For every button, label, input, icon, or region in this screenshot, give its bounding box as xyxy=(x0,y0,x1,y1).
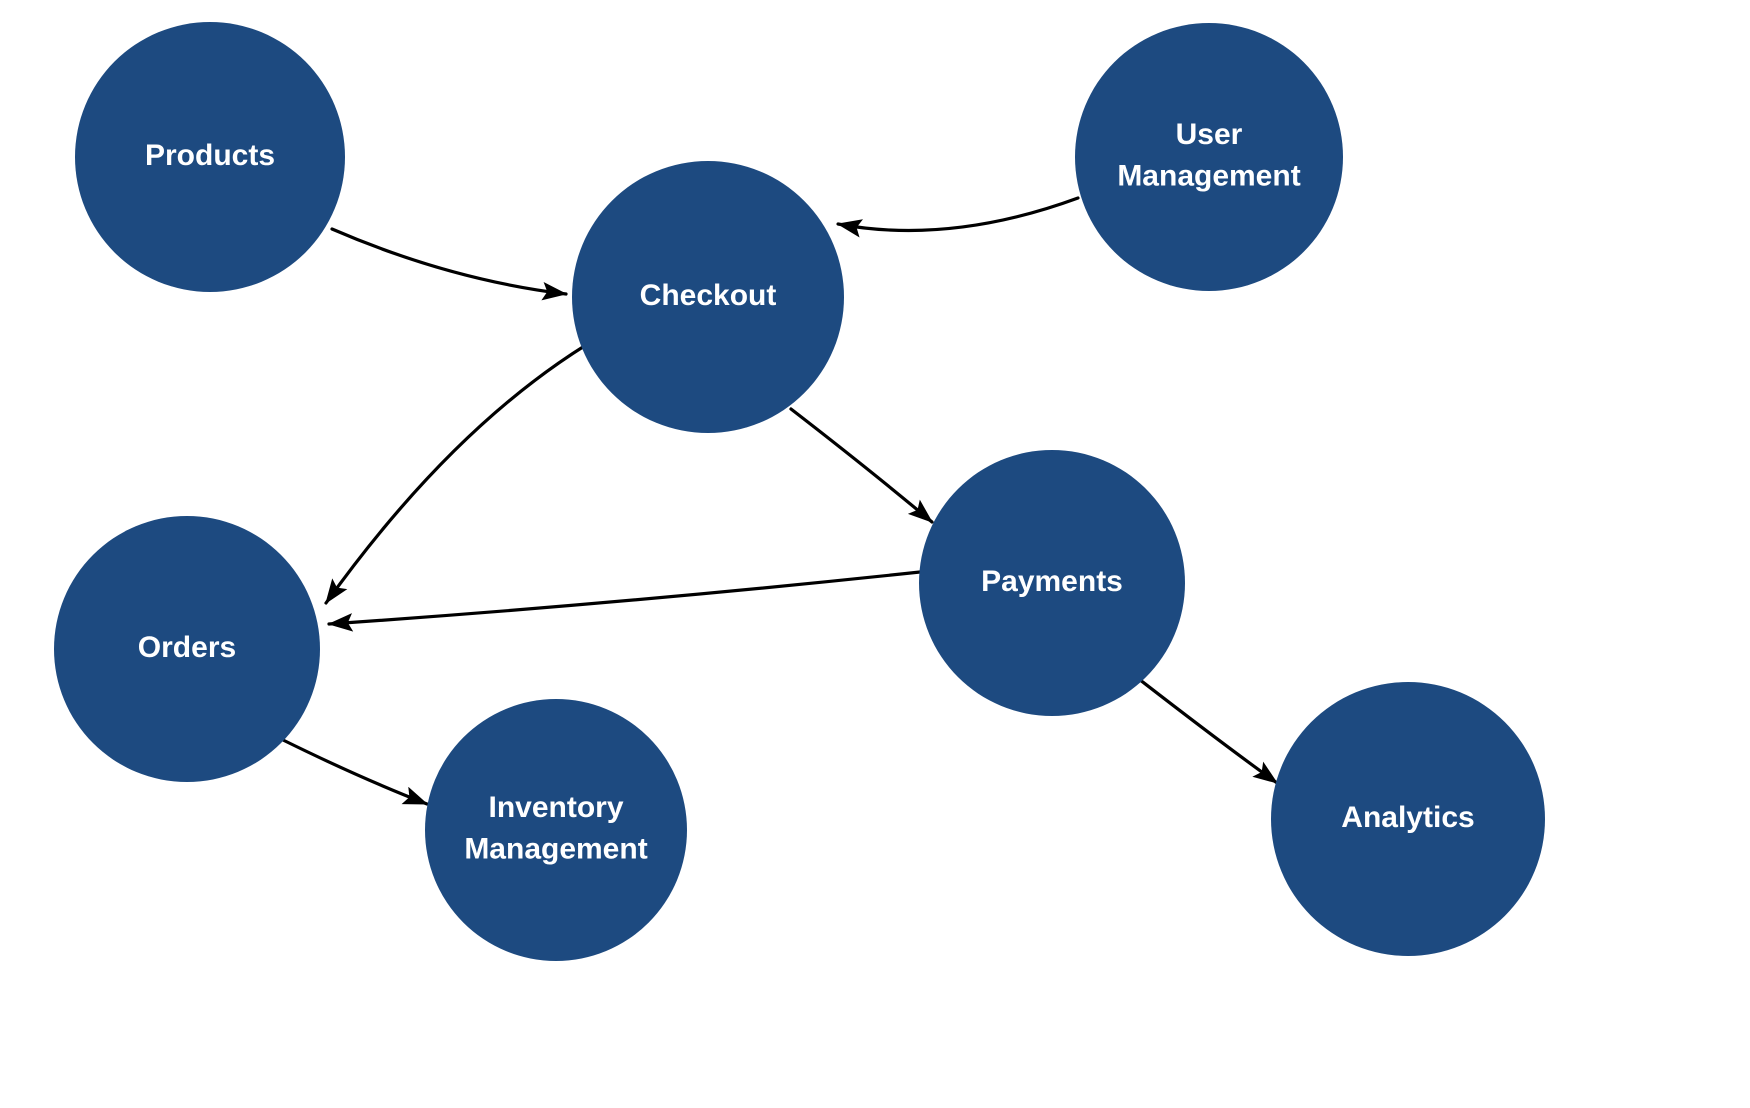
node-circle-orders[interactable] xyxy=(54,516,320,782)
node-circle-products[interactable] xyxy=(75,22,345,292)
node-circle-checkout[interactable] xyxy=(572,161,844,433)
node-payments[interactable]: Payments xyxy=(919,450,1185,716)
node-circle-inventory_management[interactable] xyxy=(425,699,687,961)
edge-orders-to-inventory_management[interactable] xyxy=(279,737,429,806)
node-analytics[interactable]: Analytics xyxy=(1271,682,1545,956)
edges-layer xyxy=(279,196,1279,806)
node-circle-analytics[interactable] xyxy=(1271,682,1545,956)
node-circle-payments[interactable] xyxy=(919,450,1185,716)
edge-payments-to-orders[interactable] xyxy=(327,570,922,632)
node-orders[interactable]: Orders xyxy=(54,516,320,782)
edge-user_management-to-checkout[interactable] xyxy=(836,196,1080,238)
node-checkout[interactable]: Checkout xyxy=(572,161,844,433)
edge-payments-to-analytics[interactable] xyxy=(1133,674,1279,785)
edge-checkout-to-orders[interactable] xyxy=(324,343,588,605)
edge-checkout-to-payments[interactable] xyxy=(789,407,934,524)
node-products[interactable]: Products xyxy=(75,22,345,292)
edge-products-to-checkout[interactable] xyxy=(330,227,568,301)
node-circle-user_management[interactable] xyxy=(1075,23,1343,291)
